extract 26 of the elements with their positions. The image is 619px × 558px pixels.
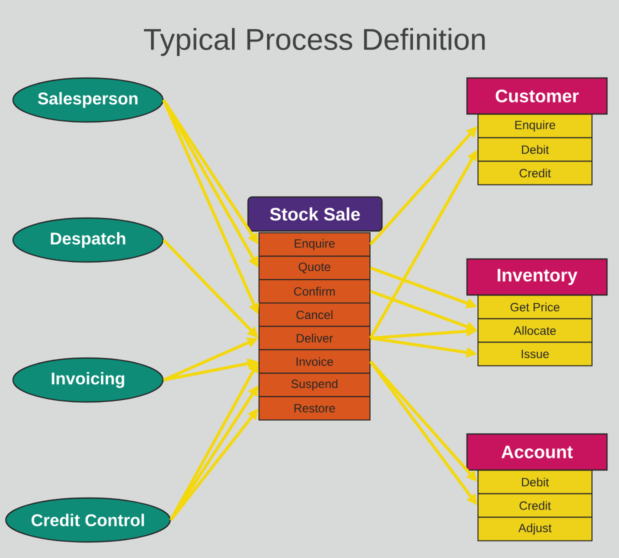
operation-row: Restore [258,396,370,420]
title: Typical Process Definition [144,28,485,56]
operation-row: Confirm [258,279,370,304]
header-box: Customer [466,77,608,115]
operation-row: Adjust [478,516,592,542]
operation-row: Enquire [478,114,592,138]
operation-row: Debit [478,137,592,162]
header-box: Stock Sale [247,196,383,232]
operation-row: Allocate [478,318,592,343]
operation-row: Invoice [258,349,370,374]
oval-node: Invoicing [12,357,164,403]
header-box: Account [466,433,608,471]
operation-row: Issue [478,342,592,366]
oval-node: Despatch [12,217,164,263]
operation-row: Enquire [258,232,370,257]
operation-row: Credit [478,160,592,186]
operation-row: Deliver [258,326,370,350]
operation-row: Cancel [258,302,370,327]
operation-row: Get Price [478,294,592,320]
oval-node: Credit Control [5,497,171,543]
operation-row: Debit [478,470,592,494]
operation-row: Suspend [258,372,370,398]
header-box: Inventory [466,258,608,296]
operation-row: Credit [478,493,592,518]
operation-row: Quote [258,256,370,280]
oval-node: Salesperson [12,77,164,123]
